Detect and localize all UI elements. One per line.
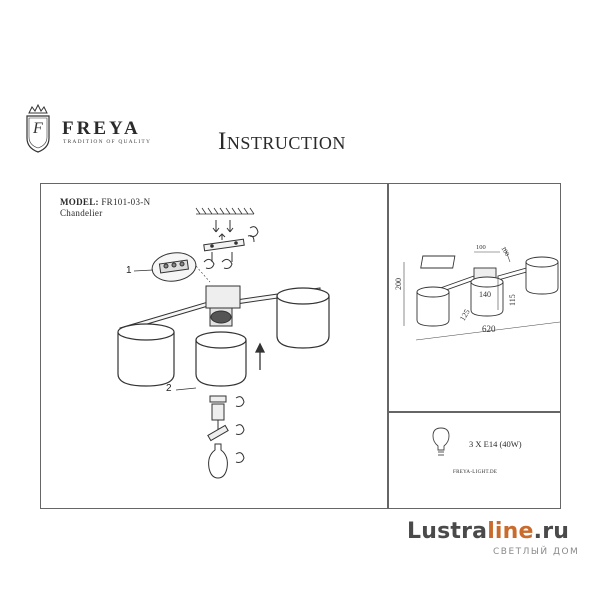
callout-1: 1 — [126, 265, 132, 276]
dim-total-length: 620 — [482, 324, 496, 334]
dim-height: 200 — [394, 278, 403, 290]
dim-shade-height: 115 — [508, 294, 517, 306]
mounting-bracket-icon — [203, 238, 245, 252]
brand-name: FREYA — [62, 118, 141, 139]
dimension-lines — [403, 247, 561, 341]
dimension-drawing — [416, 255, 559, 327]
watermark-part1: Lustra — [407, 519, 488, 544]
lamp-shade-right-icon — [276, 287, 330, 349]
callout-2: 2 — [166, 383, 172, 394]
dim-top-a: 100 — [476, 244, 486, 251]
watermark-part3: .ru — [533, 519, 570, 544]
product-type: Chandelier — [60, 208, 103, 218]
dimensions-frame — [387, 183, 561, 413]
light-bulb-icon — [208, 443, 228, 479]
model-value: FR101-03-N — [101, 197, 151, 207]
mounting-screws-icon — [212, 220, 259, 243]
dim-shade-width: 140 — [479, 290, 491, 299]
spec-bulb-icon — [432, 427, 450, 456]
model-label: MODEL: — [60, 197, 99, 207]
lamp-socket-icon — [207, 395, 245, 463]
logo-crest-icon — [26, 103, 50, 153]
assembly-frame — [40, 183, 389, 509]
spec-frame — [387, 411, 561, 509]
page-title: Instruction — [218, 128, 346, 155]
lamp-spec: 3 X E14 (40W) — [469, 439, 522, 449]
watermark-sub: СВЕТЛЫЙ ДОМ — [493, 547, 580, 557]
terminal-block-icon — [151, 252, 197, 282]
ceiling-hatch — [195, 207, 255, 215]
website-label: FREYA-LIGHT.DE — [453, 470, 498, 475]
watermark-part2: line — [487, 519, 534, 544]
model-line: MODEL: FR101-03-N — [60, 197, 150, 207]
logo-letter: F — [33, 120, 43, 137]
watermark-logo: Lustraline.ru — [407, 519, 569, 544]
up-arrow-icon — [254, 342, 266, 370]
lamp-shade-left-icon — [117, 323, 175, 387]
lamp-shade-center-icon — [195, 331, 247, 387]
brand-tagline: TRADITION OF QUALITY — [63, 139, 152, 145]
